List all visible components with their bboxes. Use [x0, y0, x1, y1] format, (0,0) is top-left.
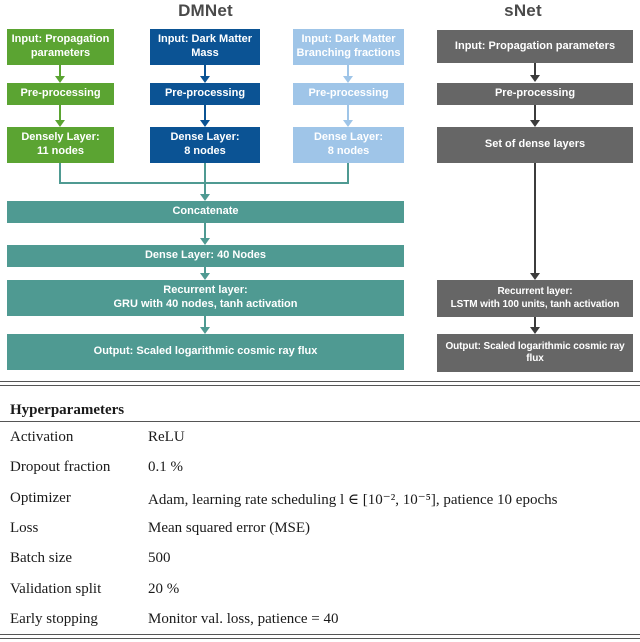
arrow-down-icon	[530, 120, 540, 127]
dmnet-input-propagation-box: Input: Propagation parameters	[7, 29, 114, 65]
merge-connector-line	[347, 163, 349, 184]
arrow-down-icon	[204, 65, 206, 77]
arrow-down-icon	[343, 120, 353, 127]
dmnet-input-dm-mass-box: Input: Dark Matter Mass	[150, 29, 260, 65]
merge-connector-line	[59, 163, 61, 184]
dmnet-output-box: Output: Scaled logarithmic cosmic ray fl…	[7, 334, 404, 370]
dmnet-lblue-dense-layer-box: Dense Layer: 8 nodes	[293, 127, 404, 163]
snet-input-propagation-box: Input: Propagation parameters	[437, 30, 633, 63]
row-value: Mean squared error (MSE)	[148, 520, 311, 536]
dmnet-concatenate-box: Concatenate	[7, 201, 404, 223]
row-value: Adam, learning rate scheduling l ∈ [10⁻²…	[148, 492, 558, 508]
merge-connector-line	[204, 163, 206, 194]
arrow-down-icon	[200, 194, 210, 201]
dmnet-dense-40-box: Dense Layer: 40 Nodes	[7, 245, 404, 267]
row-label: Batch size	[10, 550, 73, 566]
table-bottom-rule	[0, 634, 640, 635]
row-value: ReLU	[148, 429, 185, 445]
dmnet-input-branching-box: Input: Dark Matter Branching fractions	[293, 29, 404, 65]
arrow-down-icon	[534, 163, 536, 273]
arrow-down-icon	[530, 273, 540, 280]
arrow-down-icon	[347, 65, 349, 77]
arrow-down-icon	[534, 63, 536, 76]
row-label: Dropout fraction	[10, 459, 111, 475]
arrow-down-icon	[534, 105, 536, 121]
table-header-rule	[0, 421, 640, 422]
table-row: Batch size 500	[0, 550, 640, 568]
arrow-down-icon	[534, 317, 536, 328]
row-label: Validation split	[10, 581, 102, 597]
row-value: 0.1 %	[148, 459, 183, 475]
arrow-down-icon	[530, 327, 540, 334]
arrow-down-icon	[204, 316, 206, 328]
snet-dense-layers-box: Set of dense layers	[437, 127, 633, 163]
table-row: Validation split 20 %	[0, 581, 640, 599]
row-label: Optimizer	[10, 490, 71, 506]
table-row: Activation ReLU	[0, 429, 640, 447]
arrow-down-icon	[200, 76, 210, 83]
dmnet-green-preprocessing-box: Pre-processing	[7, 83, 114, 105]
dmnet-lblue-preprocessing-box: Pre-processing	[293, 83, 404, 105]
row-label: Activation	[10, 429, 74, 445]
dmnet-recurrent-layer-box: Recurrent layer: GRU with 40 nodes, tanh…	[7, 280, 404, 316]
table-row: Early stopping Monitor val. loss, patien…	[0, 611, 640, 629]
row-label: Early stopping	[10, 611, 98, 627]
arrow-down-icon	[347, 105, 349, 121]
arrow-down-icon	[204, 105, 206, 121]
arrow-down-icon	[55, 120, 65, 127]
snet-preprocessing-box: Pre-processing	[437, 83, 633, 105]
snet-output-box: Output: Scaled logarithmic cosmic ray fl…	[437, 334, 633, 372]
arrow-down-icon	[204, 267, 206, 274]
dmnet-blue-preprocessing-box: Pre-processing	[150, 83, 260, 105]
table-top-rule	[0, 381, 640, 382]
arrow-down-icon	[343, 76, 353, 83]
arrow-down-icon	[530, 75, 540, 82]
table-row: Optimizer Adam, learning rate scheduling…	[0, 490, 640, 508]
table-row: Loss Mean squared error (MSE)	[0, 520, 640, 538]
snet-title: sNet	[504, 1, 542, 20]
table-bottom-rule	[0, 638, 640, 639]
arrow-down-icon	[200, 238, 210, 245]
row-label: Loss	[10, 520, 39, 536]
dmnet-densely-layer-box: Densely Layer: 11 nodes	[7, 127, 114, 163]
row-value: 20 %	[148, 581, 180, 597]
dmnet-title: DMNet	[178, 1, 233, 20]
row-value: 500	[148, 550, 171, 566]
table-header: Hyperparameters	[10, 402, 125, 418]
table-top-rule	[0, 385, 640, 386]
row-value: Monitor val. loss, patience = 40	[148, 611, 339, 627]
arrow-down-icon	[200, 273, 210, 280]
arrow-down-icon	[204, 223, 206, 239]
table-row: Dropout fraction 0.1 %	[0, 459, 640, 477]
arrow-down-icon	[55, 76, 65, 83]
arrow-down-icon	[200, 327, 210, 334]
arrow-down-icon	[59, 105, 61, 121]
arrow-down-icon	[200, 120, 210, 127]
arrow-down-icon	[59, 65, 61, 77]
snet-recurrent-layer-box: Recurrent layer: LSTM with 100 units, ta…	[437, 280, 633, 317]
dmnet-blue-dense-layer-box: Dense Layer: 8 nodes	[150, 127, 260, 163]
